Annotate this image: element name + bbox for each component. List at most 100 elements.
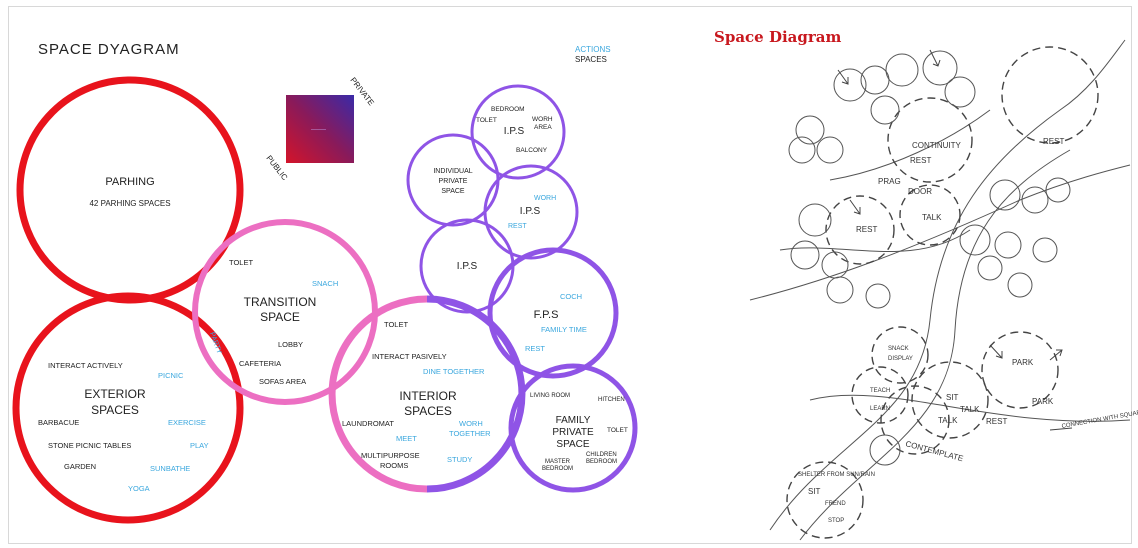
interior-title-1: INTERIOR	[399, 389, 457, 403]
sketch-small-circle	[821, 251, 849, 279]
exterior-item: BARBACUE	[38, 418, 79, 427]
sketch-curve	[779, 229, 971, 252]
family-line-3: SPACE	[556, 439, 589, 450]
sketch-small-circle	[1045, 177, 1071, 203]
transition-item: SNACH	[312, 279, 338, 288]
family-private-circle	[508, 363, 638, 493]
interior-item: ROOMS	[380, 461, 408, 470]
fps-title: F.P.S	[534, 309, 559, 321]
interior-item: TOLET	[384, 320, 408, 329]
sketch-small-circle	[826, 276, 854, 304]
family-line-1: FAMILY	[556, 415, 591, 426]
exterior-circle	[12, 292, 244, 524]
family-item: LIVING ROOM	[530, 393, 570, 399]
sketch-label: TALK	[938, 416, 958, 425]
ips-top-item: WORH	[532, 116, 553, 123]
sketch-label: PRAG	[878, 177, 901, 186]
interior-item: MULTIPURPOSE	[361, 451, 420, 460]
family-item: MASTER	[545, 459, 571, 465]
sketch-label: FREND	[825, 501, 846, 507]
transition-item: SOFAS AREA	[259, 377, 306, 386]
exterior-item: STONE PICNIC TABLES	[48, 441, 131, 450]
sketch-small-circle	[833, 68, 867, 102]
family-item: HITCHEN	[598, 397, 625, 403]
sketch-label: PARK	[1012, 358, 1034, 367]
individual-line-3: SPACE	[441, 188, 465, 195]
sketch-arrow	[1049, 349, 1063, 361]
family-item: TOLET	[607, 427, 628, 434]
family-item: BEDROOM	[542, 466, 573, 472]
ips-top-item: AREA	[534, 124, 552, 131]
sketch-small-circle	[959, 224, 991, 256]
fps-item: FAMILY TIME	[541, 325, 587, 334]
sketch-label: CONTEMPLATE	[904, 439, 964, 463]
interior-item: STUDY	[447, 455, 472, 464]
sketch-curve	[769, 39, 1126, 531]
transition-item: CAFETERIA	[239, 359, 281, 368]
fps-item: REST	[525, 344, 545, 353]
sketch-circle-rest-mid	[825, 195, 895, 265]
sketch-label: SIT	[808, 487, 821, 496]
sketch-curve	[809, 394, 1131, 422]
sketch-small-circle	[944, 76, 976, 108]
sketch-arrow	[849, 199, 861, 215]
sketch-label: LEARN	[870, 406, 890, 412]
family-item: BEDROOM	[586, 459, 617, 465]
sketch-label: SNACK	[888, 346, 909, 352]
ips-mid-circle	[483, 164, 579, 260]
right-title: Space Diagram	[714, 28, 841, 46]
ips-low-title: I.P.S	[457, 261, 478, 272]
sketch-label: REST	[1043, 137, 1064, 146]
sketch-curve	[749, 164, 1131, 301]
sketch-small-circle	[865, 283, 891, 309]
individual-line-2: PRIVATE	[439, 178, 468, 185]
ips-top-title: I.P.S	[504, 126, 525, 137]
sketch-small-circle	[788, 136, 816, 164]
ips-mid-item: WORH	[534, 195, 556, 202]
sketch-small-circle	[1007, 272, 1033, 298]
sketch-label: REST	[986, 417, 1007, 426]
interior-item: WORH	[459, 419, 483, 428]
sketch-arrow	[1049, 427, 1073, 431]
parking-circle	[16, 76, 244, 304]
parking-title: PARHING	[105, 176, 154, 188]
interior-item: TOGETHER	[449, 429, 491, 438]
sketch-small-circle	[1021, 186, 1049, 214]
exterior-title-1: EXTERIOR	[84, 387, 146, 401]
sketch-label: TALK	[960, 405, 980, 414]
exterior-item: INTERACT ACTIVELY	[48, 361, 123, 370]
ips-top-item: TOLET	[476, 117, 497, 124]
sketch-circle-continuity	[887, 97, 973, 183]
sketch-circle-rest-large	[1001, 46, 1099, 144]
exterior-item: EXERCISE	[168, 418, 206, 427]
sketch-label: STOP	[828, 518, 844, 524]
individual-line-1: INDIVIDUAL	[433, 168, 472, 175]
sketch-curve	[829, 109, 991, 181]
sketch-label: TEACH	[870, 388, 890, 394]
sketch-label: CONTINUITY	[912, 141, 962, 150]
parking-subtitle: 42 PARHING SPACES	[89, 199, 170, 208]
legend-spaces: SPACES	[575, 55, 607, 64]
ips-mid-title: I.P.S	[520, 206, 541, 217]
sketch-small-circle	[885, 53, 919, 87]
sketch-arrow	[989, 344, 1003, 359]
sketch-circle-teach	[851, 366, 909, 424]
interior-item: INTERACT PASIVELY	[372, 352, 447, 361]
sketch-circle-snack	[871, 326, 929, 384]
sketch-small-circle	[869, 434, 901, 466]
transition-title-1: TRANSITION	[244, 295, 317, 309]
label-public: PUBLIC	[264, 154, 289, 182]
sketch-label: DISPLAY	[888, 356, 913, 362]
interior-title-2: SPACES	[404, 404, 452, 418]
sketch-small-circle	[922, 50, 958, 86]
interior-item: MEET	[396, 434, 417, 443]
family-item: CHILDREN	[586, 452, 617, 458]
sketch-arrow	[929, 49, 941, 67]
left-title: SPACE DYAGRAM	[38, 41, 180, 58]
sketch-label: TALK	[922, 213, 942, 222]
sketch-label: SIT	[946, 393, 959, 402]
ips-top-circle	[470, 84, 566, 180]
sketch-small-circle	[989, 179, 1021, 211]
sketch-small-circle	[798, 203, 832, 237]
ips-mid-item: REST	[508, 223, 527, 230]
